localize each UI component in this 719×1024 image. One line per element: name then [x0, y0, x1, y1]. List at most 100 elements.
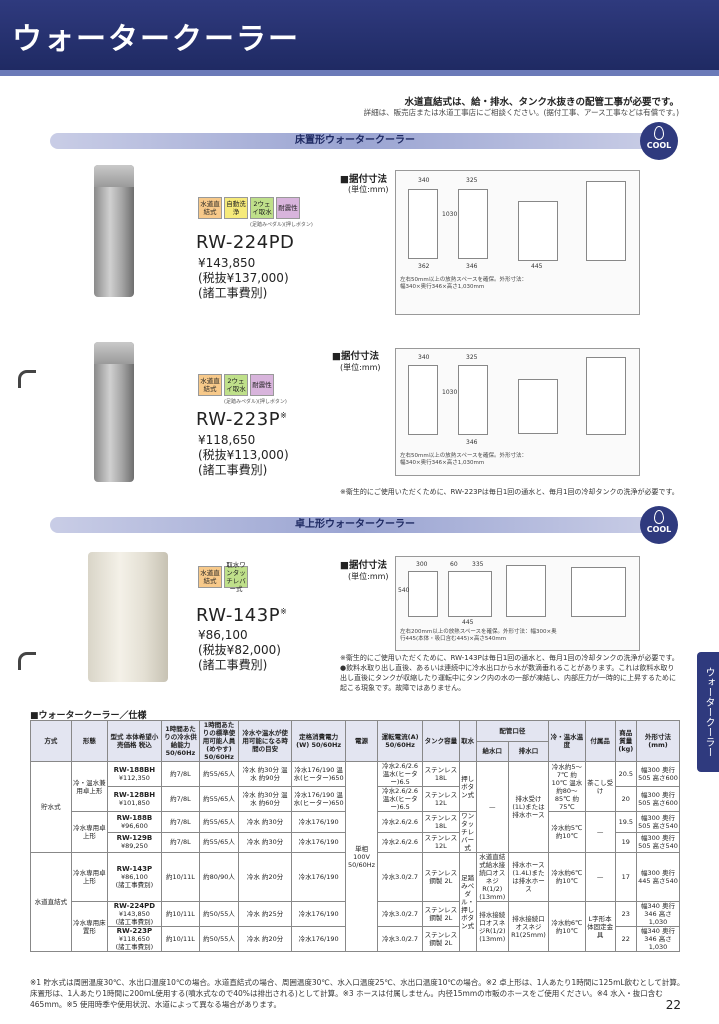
cell-form: 冷水専用卓上形 [70, 811, 109, 853]
cell-current: 冷水3.0/2.7 [377, 852, 424, 902]
model: RW-129B [116, 834, 153, 843]
table-header-row: 給水口 排水口 [31, 740, 680, 762]
model-mark: ※ [280, 607, 288, 616]
binder-hole-icon [18, 370, 36, 388]
side-tab[interactable]: ウォータークーラー [697, 652, 719, 772]
dimension-drawing: 340 325 1030 346 左右50mm以上の放熱スペースを確保。外形寸法… [395, 348, 640, 476]
cell-time: 冷水 約25分 [237, 901, 293, 927]
cell-cap1: 約7/8L [160, 761, 201, 787]
dim-depth: 445 [462, 619, 474, 626]
binder-hole-icon [18, 652, 36, 670]
cell-pipe-in: — [475, 761, 509, 853]
page-number: 22 [665, 998, 681, 1012]
cell-size: 幅300 奥行505 高さ540 [636, 831, 680, 853]
table-row: RW-223P¥118,650(諸工事費別) 約10/11L 約50/55人 冷… [31, 926, 680, 952]
th-temp: 冷・温水温度 [548, 720, 586, 762]
model: RW-128BH [113, 791, 156, 799]
dim-445: 445 [531, 263, 543, 270]
cell-model: RW-128BH¥101,850 [107, 786, 162, 812]
table-row: 水道直結式 冷水専用卓上形 RW-143P¥86,100(諸工事費別) 約10/… [30, 852, 680, 952]
drawing-piping [506, 565, 546, 617]
dim-unit: (単位:mm) [348, 572, 389, 581]
cell-temp: 冷水約6℃ 約10℃ [548, 852, 586, 902]
cell-tank: ステンレス鋼製 2L [422, 901, 460, 927]
cell-model: RW-188B¥96,600 [107, 811, 162, 833]
cell-acc: L字形本体固定金具 [584, 901, 616, 952]
cell-cap1: 約7/8L [160, 811, 201, 833]
dim-title: ■据付寸法 [340, 560, 387, 571]
cell-size: 幅300 奥行505 高さ600 [636, 761, 680, 787]
cell-size: 幅340 奥行346 高さ1,030 [636, 926, 680, 952]
drawing-front [408, 189, 438, 259]
cool-badge: COOL [640, 506, 678, 544]
cell-model: RW-224PD¥143,850(諸工事費別) [107, 901, 162, 927]
dim-height: 1030 [442, 211, 458, 218]
model: RW-188B [116, 813, 153, 822]
th-model: 型式 本体希望小売価格 税込 [107, 720, 162, 762]
price-excl: (税抜¥137,000) [198, 271, 289, 285]
th-cap1: 1時間あたりの冷水供給能力 50/60Hz [160, 720, 201, 762]
cell-current: 冷水3.0/2.7 [377, 901, 424, 927]
drawing-piping [518, 379, 558, 434]
product-image-rw224pd [94, 165, 134, 297]
cell-tank: ステンレス 12L [422, 831, 460, 853]
dim-width: 300 [416, 561, 428, 568]
cell-acc: — [584, 811, 616, 853]
price-incl: ¥143,850 [198, 256, 256, 270]
header-stripe [0, 70, 719, 76]
footnote: ※1 貯水式は周囲温度30℃、水出口温度10℃の場合。水道直結式の場合、周囲温度… [30, 978, 685, 1009]
dim-title: ■据付寸法 [340, 174, 387, 185]
cell-temp: 冷水約5℃ 約10℃ [548, 811, 586, 853]
cell-model: RW-129B¥89,250 [107, 831, 162, 853]
section-desk-title: 卓上形ウォータークーラー [50, 517, 660, 533]
feature-tags: 水道直結式 2ウェイ取水 耐震性 [198, 374, 274, 396]
th-cap2: 1時間あたりの標準使用可能人員(めやす) 50/60Hz [199, 720, 239, 762]
cell-intake: ワンタッチレバー式 [458, 811, 477, 853]
cell-size: 幅300 奥行505 高さ600 [636, 786, 680, 812]
cell-tank: ステンレス 12L [422, 786, 460, 812]
dim-width: 340 [418, 354, 430, 361]
th-size: 外形寸法(mm) [636, 720, 680, 762]
dim-note: 左右50mm以上の放熱スペースを確保。外形寸法：幅340×奥行346×高さ1,0… [400, 277, 528, 290]
cell-pipe-out: 排水接続口オスネジR1(25mm) [507, 901, 550, 952]
cell-tank: ステンレス 18L [422, 811, 460, 833]
cell-intake: 足踏みペダル・押しボタン式 [458, 852, 477, 952]
intro-line-2: 詳細は、販売店または水道工事店にご相談ください。(据付工事、アース工事などは有償… [363, 108, 679, 117]
cell-power: 冷水176/190 [291, 901, 346, 927]
cell-source: 単相100V 50/60Hz [344, 761, 379, 952]
table-row: 冷水専用床置形 RW-224PD¥143,850(諸工事費別) 約10/11L … [31, 901, 680, 952]
dim-height: 540 [398, 587, 410, 594]
cooler-top [94, 342, 134, 364]
cell-current: 冷水2.6/2.6 温水(ヒーター)6.5 [377, 761, 424, 787]
price: ¥96,600 [120, 821, 148, 830]
water-drop-icon [654, 510, 664, 524]
drawing-side [458, 365, 488, 435]
price: ¥89,250 [120, 842, 148, 851]
th-type: 方式 [30, 720, 72, 762]
product-price: ¥86,100 (税抜¥82,000) (諸工事費別) [198, 628, 281, 673]
cool-label: COOL [646, 141, 672, 150]
cell-weight: 23 [614, 901, 638, 927]
dim-title: ■据付寸法 [332, 351, 379, 362]
cell-weight: 19 [614, 831, 638, 853]
product-price: ¥118,650 (税抜¥113,000) (諸工事費別) [198, 433, 289, 478]
feature-tags: 水道直結式 取水ワンタッチレバー式 [198, 561, 248, 593]
dim-depth: 346 [466, 439, 478, 446]
cell-cap2: 約80/90人 [199, 852, 239, 902]
cell-power: 冷水176/190 温水(ヒーター)650 [291, 786, 346, 812]
note-rw143-1: ※衛生的にご使用いただくために、RW-143Pは毎日1回の通水と、毎月1回の冷却… [340, 654, 679, 662]
drawing-piping [518, 201, 558, 261]
cell-size: 幅300 奥行445 高さ540 [636, 852, 680, 902]
drawing-section [571, 567, 626, 617]
cell-cap2: 約55/65人 [199, 761, 239, 787]
th-pipe-in: 給水口 [475, 740, 509, 762]
table-header-row: 方式 形態 型式 本体希望小売価格 税込 1時間あたりの冷水供給能力 50/60… [30, 720, 680, 762]
model: RW-143P [116, 865, 153, 873]
drawing-side [458, 189, 488, 259]
install-note: (諸工事費別) [198, 658, 268, 672]
install-note: (諸工事費別) [198, 286, 268, 300]
water-drop-icon [654, 126, 664, 140]
tag-direct: 水道直結式 [198, 374, 222, 396]
dim-note: 左右50mm以上の放熱スペースを確保。外形寸法：幅340×奥行346×高さ1,0… [400, 453, 528, 466]
dim-depth-top: 325 [466, 177, 478, 184]
